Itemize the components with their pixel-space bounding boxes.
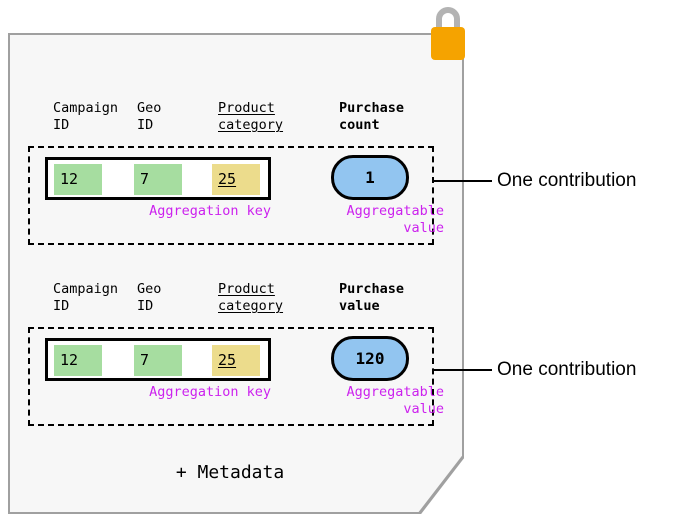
- padlock-body: [431, 27, 465, 60]
- column-headers-1: Campaign ID Geo ID Product category Purc…: [28, 100, 434, 145]
- callout-leader-line-1: [434, 180, 492, 182]
- header-campaign-id: Campaign ID: [53, 100, 119, 133]
- contribution-boundary-1: [28, 146, 434, 245]
- report-card: [10, 35, 462, 512]
- padlock-shackle: [436, 7, 460, 32]
- callout-leader-line-2: [434, 369, 492, 371]
- callout-label-2: One contribution: [497, 359, 637, 380]
- header-purchase-count: Purchase count: [339, 100, 405, 133]
- key-chip-geo-id: 7: [134, 164, 182, 195]
- contribution-boundary-2: [28, 327, 434, 426]
- column-headers-2: Campaign ID Geo ID Product category Purc…: [28, 281, 434, 326]
- key-chip-product-category: 25: [212, 164, 260, 195]
- aggregatable-value-caption-1: Aggregatable value: [346, 203, 444, 236]
- header-product-category: Product category: [218, 100, 284, 133]
- aggregation-key-box-1: 12 7 25: [45, 157, 271, 200]
- aggregation-key-caption-2: Aggregation key: [149, 384, 271, 400]
- key-chip-campaign-id: 12: [54, 345, 102, 376]
- header-geo-id: Geo ID: [137, 281, 162, 314]
- aggregatable-value-oval-1: 1: [331, 155, 409, 200]
- metadata-label: + Metadata: [175, 462, 285, 483]
- aggregatable-value-oval-2: 120: [331, 336, 409, 381]
- key-chip-geo-id: 7: [134, 345, 182, 376]
- key-chip-campaign-id: 12: [54, 164, 102, 195]
- callout-label-1: One contribution: [497, 170, 637, 191]
- header-purchase-value: Purchase value: [339, 281, 405, 314]
- aggregatable-value-caption-2: Aggregatable value: [346, 384, 444, 417]
- aggregation-key-caption-1: Aggregation key: [149, 203, 271, 219]
- header-product-category: Product category: [218, 281, 284, 314]
- header-geo-id: Geo ID: [137, 100, 162, 133]
- padlock-icon: [428, 2, 468, 62]
- aggregation-key-box-2: 12 7 25: [45, 338, 271, 381]
- header-campaign-id: Campaign ID: [53, 281, 119, 314]
- key-chip-product-category: 25: [212, 345, 260, 376]
